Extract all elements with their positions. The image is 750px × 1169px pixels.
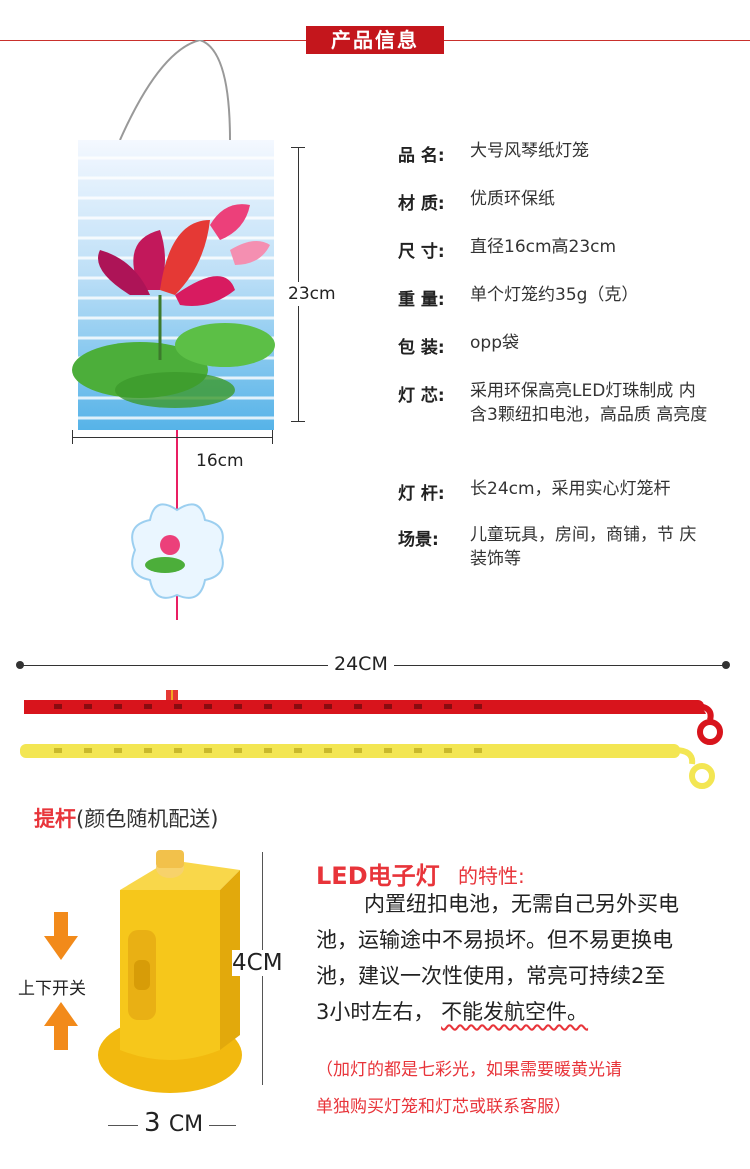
arrow-up-icon <box>44 1002 78 1050</box>
stick-length-dot-left <box>16 661 24 669</box>
led-text-line-2: 池，运输途中不易损坏。但不易更换电 <box>316 928 673 952</box>
width-dimension-line <box>72 437 272 438</box>
led-core-image <box>98 850 242 1093</box>
stick-length-label: 24CM <box>328 653 394 675</box>
width-label: 16cm <box>196 451 244 471</box>
width-dimension-tick-right <box>272 430 273 444</box>
spec-label-packaging: 包 装: <box>398 338 445 358</box>
spec-value-material: 优质环保纸 <box>470 189 555 209</box>
handle-title: 提杆(颜色随机配送) <box>34 803 218 833</box>
spec-value-core: 采用环保高亮LED灯珠制成 内含3颗纽扣电池，高品质 高亮度 <box>470 381 708 425</box>
led-warning: 不能发航空件。 <box>441 1000 589 1024</box>
led-text-line-4: 3小时左右， 不能发航空件。 <box>316 994 736 1030</box>
handle-title-note: (颜色随机配送) <box>76 807 219 831</box>
spec-label-stick: 灯 杆: <box>398 484 445 504</box>
switch-label: 上下开关 <box>18 979 86 999</box>
section-title: 产品信息 <box>306 26 444 54</box>
core-width-number: 3 <box>144 1108 161 1138</box>
lantern-image <box>72 40 275 620</box>
spec-value-name: 大号风琴纸灯笼 <box>470 141 589 161</box>
core-width-label: 3 CM <box>138 1108 210 1138</box>
arrow-down-icon <box>44 912 78 960</box>
height-label: 23cm <box>288 282 336 306</box>
width-dimension-tick-left <box>72 430 73 444</box>
header-rule-right <box>444 40 750 41</box>
height-dimension-tick-bottom <box>291 421 305 422</box>
led-text-line-3: 池，建议一次性使用，常亮可持续2至 <box>316 964 666 988</box>
note-line-2: 单独购买灯笼和灯芯或联系客服） <box>316 1097 571 1117</box>
header-rule-left <box>0 40 306 41</box>
spec-value-stick: 长24cm，采用实心灯笼杆 <box>470 479 671 499</box>
stick-image <box>20 690 723 789</box>
handle-title-main: 提杆 <box>34 807 76 831</box>
core-height-label: 4CM <box>232 950 283 976</box>
spec-value-size: 直径16cm高23cm <box>470 237 617 257</box>
spec-value-weight: 单个灯笼约35g（克） <box>470 285 639 305</box>
led-text-line-1: 内置纽扣电池，无需自己另外买电 <box>364 892 679 916</box>
core-width-unit: CM <box>168 1112 204 1137</box>
spec-label-material: 材 质: <box>398 194 445 214</box>
spec-label-core: 灯 芯: <box>398 386 445 406</box>
led-title-suffix: 的特性: <box>458 864 525 888</box>
spec-value-packaging: opp袋 <box>470 333 519 353</box>
led-title: LED电子灯 <box>316 862 440 890</box>
note-line-1: （加灯的都是七彩光，如果需要暖黄光请 <box>316 1060 622 1080</box>
spec-label-scene: 场景: <box>398 530 439 550</box>
spec-label-weight: 重 量: <box>398 290 445 310</box>
height-dimension-tick-top <box>291 147 305 148</box>
stick-length-dot-right <box>722 661 730 669</box>
spec-label-name: 品 名: <box>398 146 445 166</box>
spec-label-size: 尺 寸: <box>398 242 445 262</box>
led-text-line-4-start: 3小时左右， <box>316 1000 435 1024</box>
spec-value-scene: 儿童玩具，房间，商铺，节 庆装饰等 <box>470 525 697 569</box>
